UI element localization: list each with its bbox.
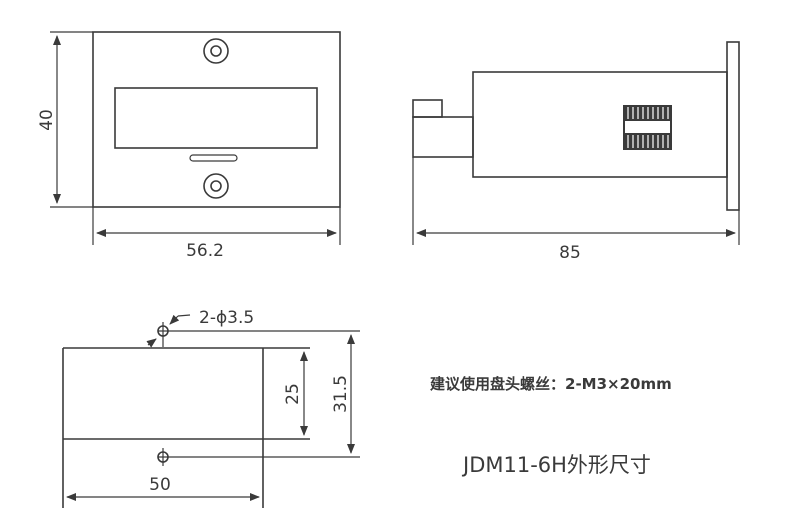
hole-note: 2-ϕ3.5 [199, 308, 254, 328]
connector-icon [623, 105, 672, 150]
length-dimension: 85 [559, 243, 581, 263]
width-dimension: 56.2 [186, 241, 224, 261]
front-view: 40 56.2 [37, 31, 341, 261]
screw-note: 建议使用盘头螺丝：2-M3×20mm [430, 375, 672, 393]
side-view: 85 [412, 41, 740, 263]
drawing-title: JDM11-6H外形尺寸 [461, 453, 651, 477]
body [472, 71, 728, 178]
bracket [412, 116, 474, 158]
height-dimension: 40 [37, 109, 57, 131]
screw-hole-bottom-icon [203, 173, 229, 199]
mounting-hole-bottom-icon [157, 448, 360, 466]
screw-hole-top-icon [203, 38, 229, 64]
terminal-block [412, 99, 443, 118]
outer-height-dimension: 31.5 [331, 375, 351, 413]
slot [189, 154, 238, 162]
display-window [114, 87, 318, 149]
flange [726, 41, 740, 211]
cutout-width-dimension: 50 [149, 475, 171, 495]
mounting-hole-top-icon [157, 322, 360, 347]
inner-height-dimension: 25 [283, 383, 303, 405]
front-panel-outline [92, 31, 341, 208]
panel-cutout-view: 2-ϕ3.5 25 31.5 50 [62, 308, 360, 508]
